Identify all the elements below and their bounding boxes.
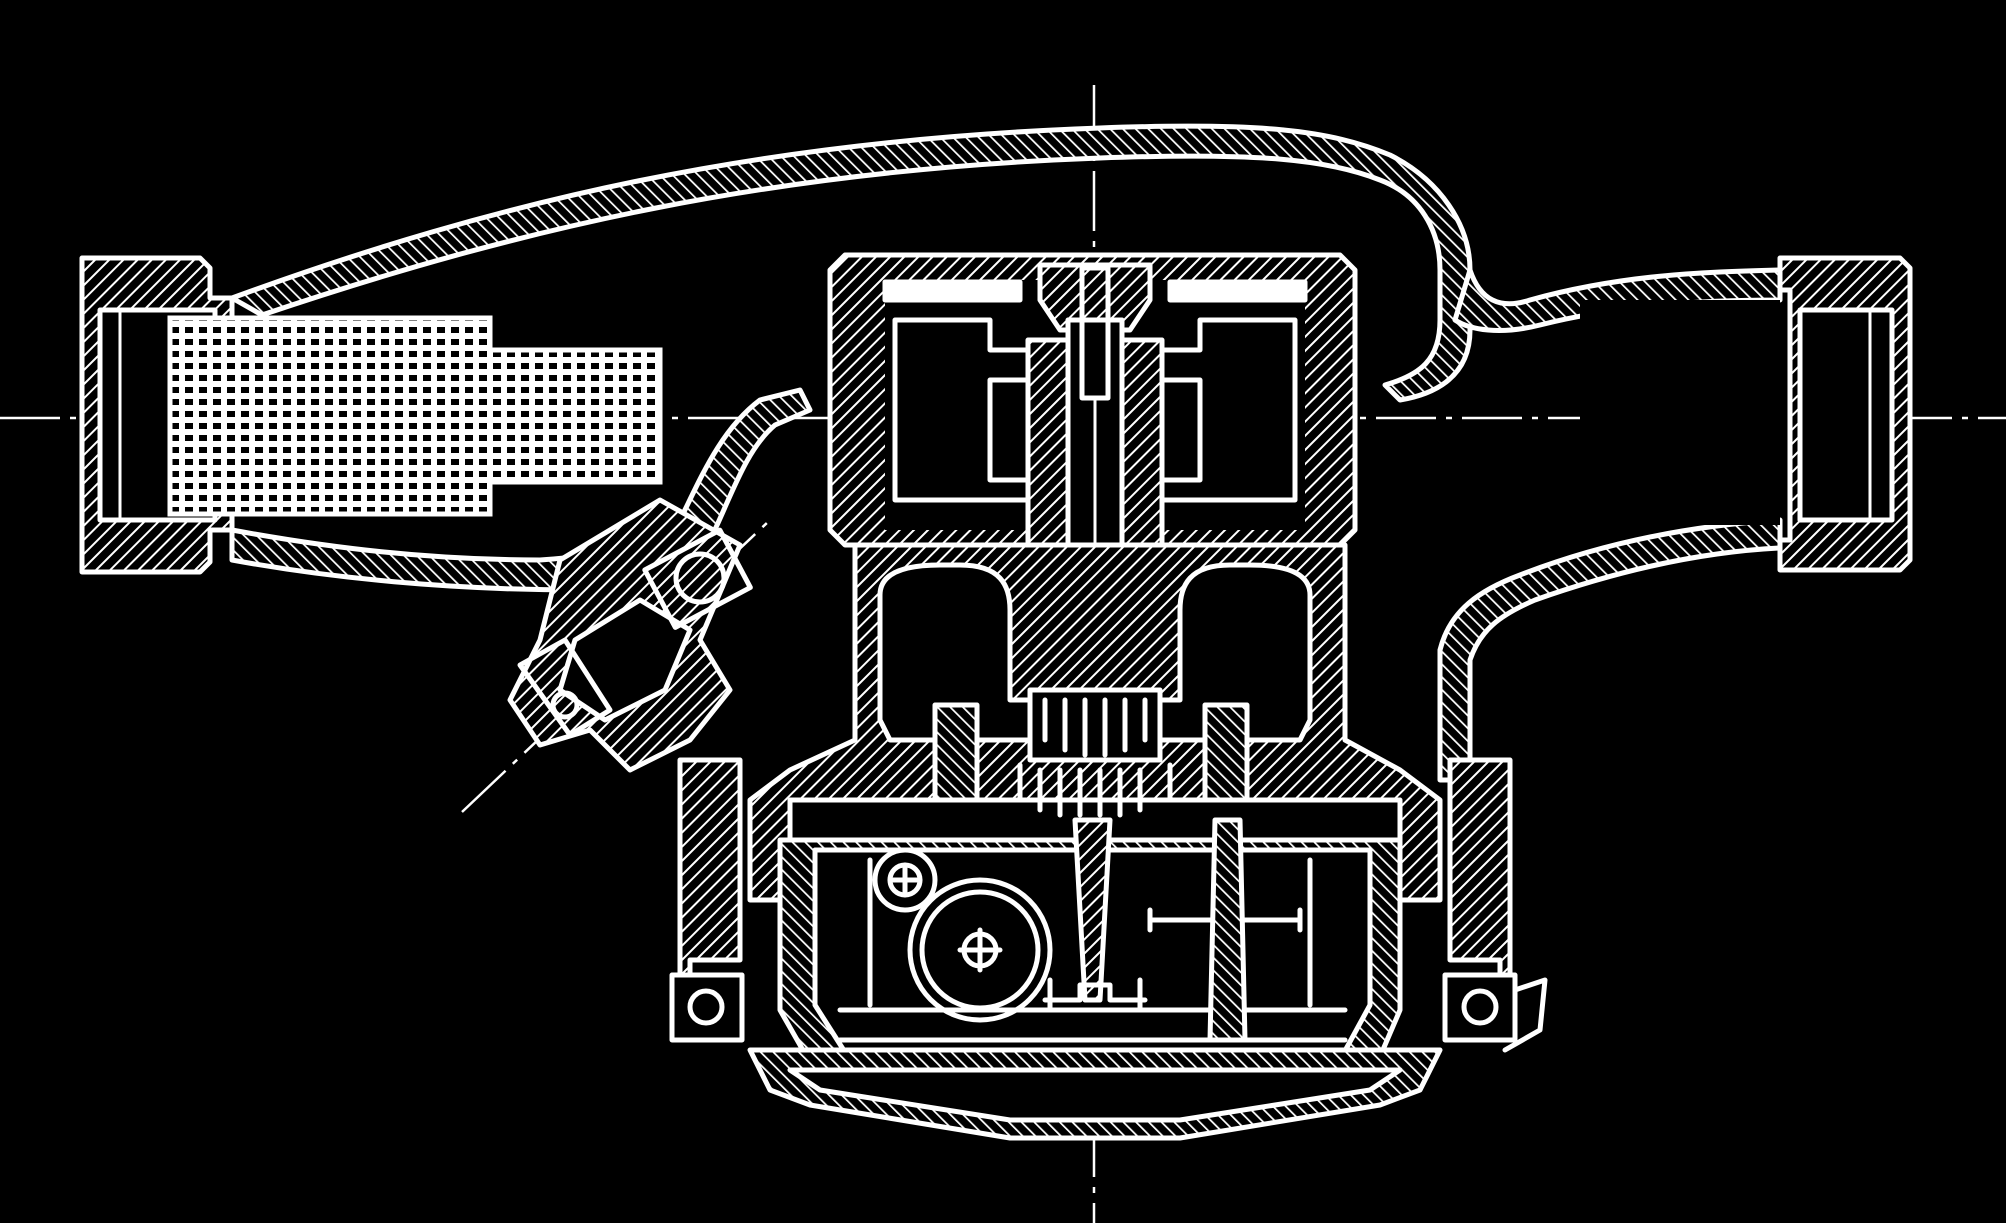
side-valve: [507, 497, 753, 773]
bypass-tube: [229, 123, 1473, 403]
pump-casing: [747, 542, 1443, 903]
inlet-strainer: [167, 315, 663, 517]
bottom-cover: [747, 1047, 1443, 1141]
outlet-fitting: [1437, 255, 1913, 783]
mounting-flanges: [669, 757, 1548, 1053]
